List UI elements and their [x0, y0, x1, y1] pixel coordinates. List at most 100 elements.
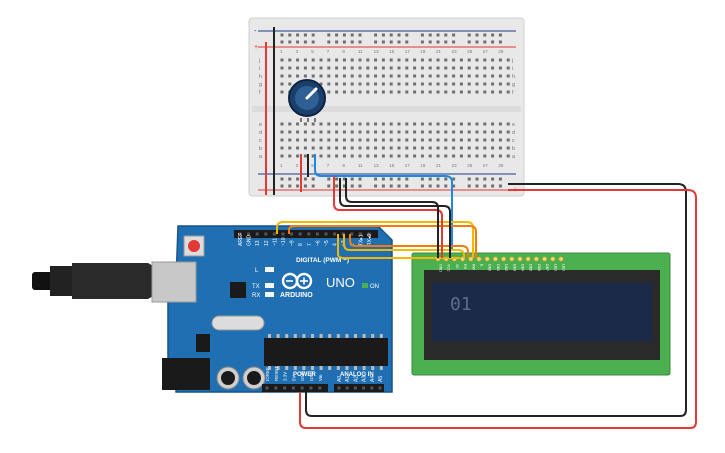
- power-pin[interactable]: [265, 386, 269, 390]
- breadboard-hole[interactable]: [397, 138, 401, 142]
- rail-hole[interactable]: [303, 33, 307, 37]
- breadboard-hole[interactable]: [428, 122, 432, 126]
- breadboard-hole[interactable]: [405, 58, 409, 62]
- breadboard-hole[interactable]: [405, 74, 409, 78]
- analog-pin[interactable]: [362, 386, 366, 390]
- rail-hole[interactable]: [280, 177, 284, 181]
- breadboard-hole[interactable]: [405, 122, 409, 126]
- rail-hole[interactable]: [335, 33, 339, 37]
- breadboard-hole[interactable]: [374, 130, 378, 134]
- digital-pin[interactable]: [324, 232, 328, 236]
- lcd-pin[interactable]: [476, 256, 482, 262]
- breadboard-hole[interactable]: [296, 66, 300, 70]
- breadboard-hole[interactable]: [467, 90, 471, 94]
- breadboard-hole[interactable]: [491, 82, 495, 86]
- breadboard-hole[interactable]: [405, 66, 409, 70]
- breadboard-hole[interactable]: [405, 146, 409, 150]
- breadboard-hole[interactable]: [327, 82, 331, 86]
- rail-hole[interactable]: [303, 177, 307, 181]
- breadboard-hole[interactable]: [413, 90, 417, 94]
- breadboard-hole[interactable]: [467, 154, 471, 158]
- breadboard-hole[interactable]: [452, 130, 456, 134]
- breadboard-hole[interactable]: [342, 130, 346, 134]
- breadboard-hole[interactable]: [327, 138, 331, 142]
- breadboard-hole[interactable]: [296, 146, 300, 150]
- lcd-pin[interactable]: [558, 256, 564, 262]
- lcd-pin[interactable]: [501, 256, 507, 262]
- breadboard-hole[interactable]: [475, 138, 479, 142]
- breadboard-hole[interactable]: [397, 146, 401, 150]
- lcd-pin[interactable]: [468, 256, 474, 262]
- rail-hole[interactable]: [428, 184, 432, 188]
- rail-hole[interactable]: [288, 177, 292, 181]
- rail-hole[interactable]: [397, 40, 401, 44]
- breadboard-hole[interactable]: [374, 58, 378, 62]
- breadboard-hole[interactable]: [483, 90, 487, 94]
- rail-hole[interactable]: [350, 33, 354, 37]
- rail-hole[interactable]: [303, 40, 307, 44]
- breadboard-hole[interactable]: [374, 74, 378, 78]
- rail-hole[interactable]: [452, 177, 456, 181]
- breadboard-hole[interactable]: [327, 74, 331, 78]
- lcd-pin[interactable]: [550, 256, 556, 262]
- breadboard-hole[interactable]: [288, 138, 292, 142]
- breadboard-hole[interactable]: [303, 122, 307, 126]
- breadboard-hole[interactable]: [459, 90, 463, 94]
- breadboard-hole[interactable]: [452, 74, 456, 78]
- breadboard-hole[interactable]: [428, 66, 432, 70]
- breadboard-hole[interactable]: [350, 138, 354, 142]
- breadboard-hole[interactable]: [319, 122, 323, 126]
- breadboard-hole[interactable]: [483, 146, 487, 150]
- rail-hole[interactable]: [381, 177, 385, 181]
- breadboard-hole[interactable]: [420, 74, 424, 78]
- rail-hole[interactable]: [483, 177, 487, 181]
- rail-hole[interactable]: [311, 33, 315, 37]
- breadboard-hole[interactable]: [452, 146, 456, 150]
- rail-hole[interactable]: [498, 40, 502, 44]
- breadboard-hole[interactable]: [506, 130, 510, 134]
- breadboard-hole[interactable]: [491, 66, 495, 70]
- breadboard-hole[interactable]: [381, 82, 385, 86]
- lcd-pin[interactable]: [525, 256, 531, 262]
- breadboard-hole[interactable]: [381, 122, 385, 126]
- breadboard-hole[interactable]: [350, 122, 354, 126]
- breadboard-hole[interactable]: [420, 82, 424, 86]
- breadboard-hole[interactable]: [506, 66, 510, 70]
- digital-pin[interactable]: [333, 232, 337, 236]
- breadboard-hole[interactable]: [420, 90, 424, 94]
- breadboard-hole[interactable]: [459, 82, 463, 86]
- rail-hole[interactable]: [350, 184, 354, 188]
- lcd-pin[interactable]: [509, 256, 515, 262]
- breadboard-hole[interactable]: [303, 130, 307, 134]
- breadboard-hole[interactable]: [366, 130, 370, 134]
- breadboard-hole[interactable]: [506, 74, 510, 78]
- breadboard-hole[interactable]: [459, 146, 463, 150]
- breadboard-hole[interactable]: [436, 90, 440, 94]
- breadboard-hole[interactable]: [397, 122, 401, 126]
- breadboard-hole[interactable]: [311, 74, 315, 78]
- breadboard-hole[interactable]: [405, 130, 409, 134]
- breadboard-hole[interactable]: [288, 74, 292, 78]
- breadboard-hole[interactable]: [358, 66, 362, 70]
- breadboard-hole[interactable]: [475, 122, 479, 126]
- breadboard-hole[interactable]: [475, 66, 479, 70]
- rail-hole[interactable]: [327, 33, 331, 37]
- breadboard-hole[interactable]: [381, 146, 385, 150]
- digital-header[interactable]: [234, 230, 378, 238]
- breadboard-hole[interactable]: [319, 82, 323, 86]
- breadboard-hole[interactable]: [436, 66, 440, 70]
- rail-hole[interactable]: [335, 40, 339, 44]
- power-pin[interactable]: [300, 386, 304, 390]
- power-pin[interactable]: [283, 386, 287, 390]
- rail-hole[interactable]: [428, 40, 432, 44]
- rail-hole[interactable]: [327, 177, 331, 181]
- digital-pin[interactable]: [272, 232, 276, 236]
- breadboard-hole[interactable]: [506, 90, 510, 94]
- rail-hole[interactable]: [483, 40, 487, 44]
- breadboard-hole[interactable]: [467, 82, 471, 86]
- breadboard-hole[interactable]: [459, 130, 463, 134]
- breadboard-hole[interactable]: [498, 146, 502, 150]
- rail-hole[interactable]: [405, 177, 409, 181]
- breadboard-hole[interactable]: [498, 122, 502, 126]
